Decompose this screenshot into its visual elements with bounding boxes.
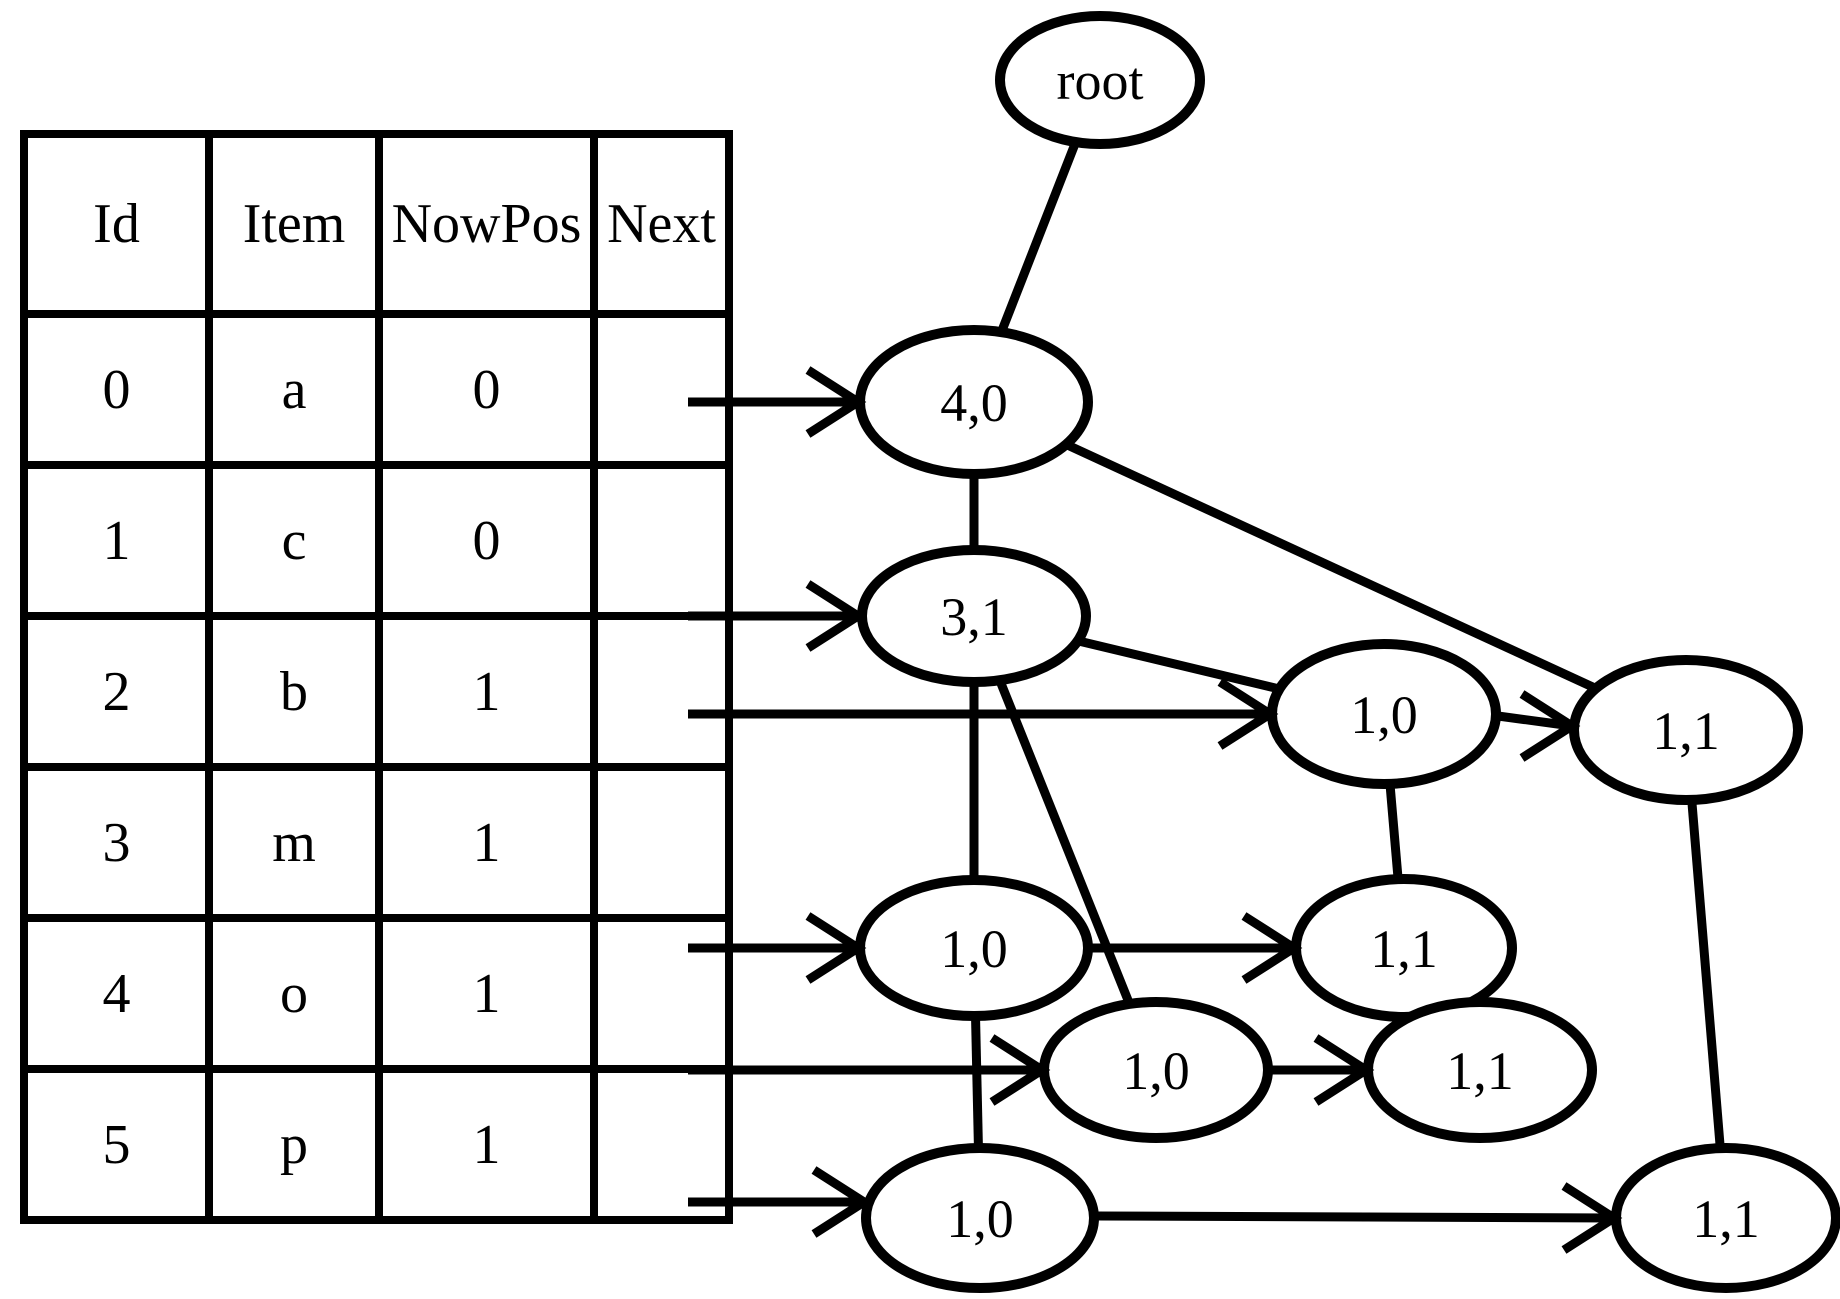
cell-item: a [205, 310, 383, 469]
cell-id: 2 [20, 612, 213, 771]
node-1-0-g-label: 1,0 [946, 1189, 1014, 1249]
node-4-0-label: 4,0 [940, 373, 1008, 433]
table-row: 2 b 1 [20, 612, 733, 771]
node-1-0-g [861, 1143, 1099, 1293]
cell-next [590, 461, 733, 620]
cell-id: 1 [20, 461, 213, 620]
cell-id: 4 [20, 914, 213, 1073]
cell-nowpos: 1 [375, 612, 598, 771]
cell-next [590, 763, 733, 922]
arrowhead-1-1d [1241, 912, 1303, 984]
arrowhead-1-1f [1313, 1034, 1375, 1106]
node-1-1-b-label: 1,1 [1652, 701, 1720, 761]
arrowhead-row0 [805, 366, 867, 438]
cell-nowpos: 0 [375, 310, 598, 469]
arrowhead-1-1b [1519, 690, 1581, 762]
table-row: 5 p 1 [20, 1065, 733, 1224]
cell-item: b [205, 612, 383, 771]
node-root [995, 11, 1205, 149]
col-header-next: Next [590, 130, 733, 318]
node-1-1-h-label: 1,1 [1692, 1189, 1760, 1249]
arrow-1-0g-to-1-1h [1095, 1211, 1615, 1223]
arrowhead-row2 [1217, 678, 1279, 750]
node-root-label: root [1057, 51, 1144, 111]
table-header-row: Id Item NowPos Next [20, 130, 733, 318]
edge-31-to-10e [969, 614, 1161, 1072]
col-header-item: Item [205, 130, 383, 318]
arrow-1-0a-to-1-1b [1497, 711, 1573, 731]
cell-nowpos: 1 [375, 763, 598, 922]
node-1-1-f-label: 1,1 [1446, 1041, 1514, 1101]
node-1-0-e-label: 1,0 [1122, 1041, 1190, 1101]
cell-nowpos: 1 [375, 1065, 598, 1224]
table-row: 3 m 1 [20, 763, 733, 922]
cell-id: 5 [20, 1065, 213, 1224]
header-link-table: Id Item NowPos Next 0 a 0 1 c 0 2 b [20, 130, 733, 1224]
arrowhead-1-1h [1561, 1182, 1623, 1254]
cell-nowpos: 1 [375, 914, 598, 1073]
edge-11b-to-11h [1681, 729, 1731, 1219]
node-3-1-label: 3,1 [940, 587, 1008, 647]
cell-id: 3 [20, 763, 213, 922]
cell-item: c [205, 461, 383, 620]
cell-id: 0 [20, 310, 213, 469]
cell-item: m [205, 763, 383, 922]
cell-item: p [205, 1065, 383, 1224]
node-1-1-d-label: 1,1 [1370, 919, 1438, 979]
table-row: 4 o 1 [20, 914, 733, 1073]
table-row: 1 c 0 [20, 461, 733, 620]
cell-item: o [205, 914, 383, 1073]
arrowhead-row3 [805, 912, 867, 984]
node-1-0-a-label: 1,0 [1350, 685, 1418, 745]
cell-nowpos: 0 [375, 461, 598, 620]
node-1-0-c-label: 1,0 [940, 919, 1008, 979]
col-header-id: Id [20, 130, 213, 318]
edge-40-to-11b [972, 397, 1688, 735]
col-header-nowpos: NowPos [375, 130, 598, 318]
cell-next [590, 310, 733, 469]
arrowhead-row4 [989, 1034, 1051, 1106]
arrowhead-row1 [805, 580, 867, 652]
table-row: 0 a 0 [20, 310, 733, 469]
cell-next [590, 612, 733, 771]
cell-next [590, 914, 733, 1073]
arrowhead-row5 [811, 1166, 873, 1238]
